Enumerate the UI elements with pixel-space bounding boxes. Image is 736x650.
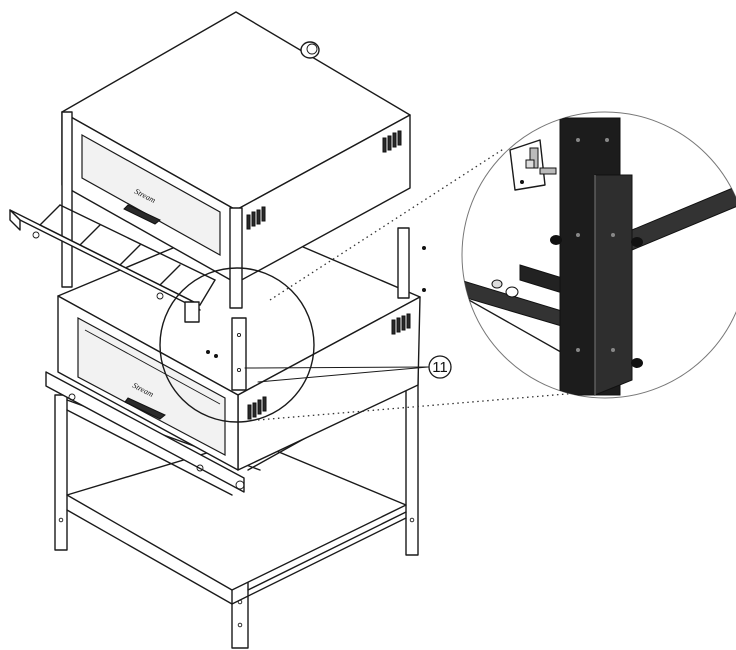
vent-icon [247, 313, 411, 420]
detail-marker-circle [159, 267, 315, 423]
upper-oven: Stream [61, 11, 411, 309]
leader-line-bottom [257, 391, 591, 421]
magnified-detail [461, 111, 736, 399]
stand [54, 364, 419, 649]
callout-11: 11 [244, 355, 452, 383]
stacking-brackets [231, 227, 426, 391]
callout-number: 11 [432, 359, 448, 376]
loading-rack [9, 204, 216, 323]
vent-icon [246, 130, 402, 230]
